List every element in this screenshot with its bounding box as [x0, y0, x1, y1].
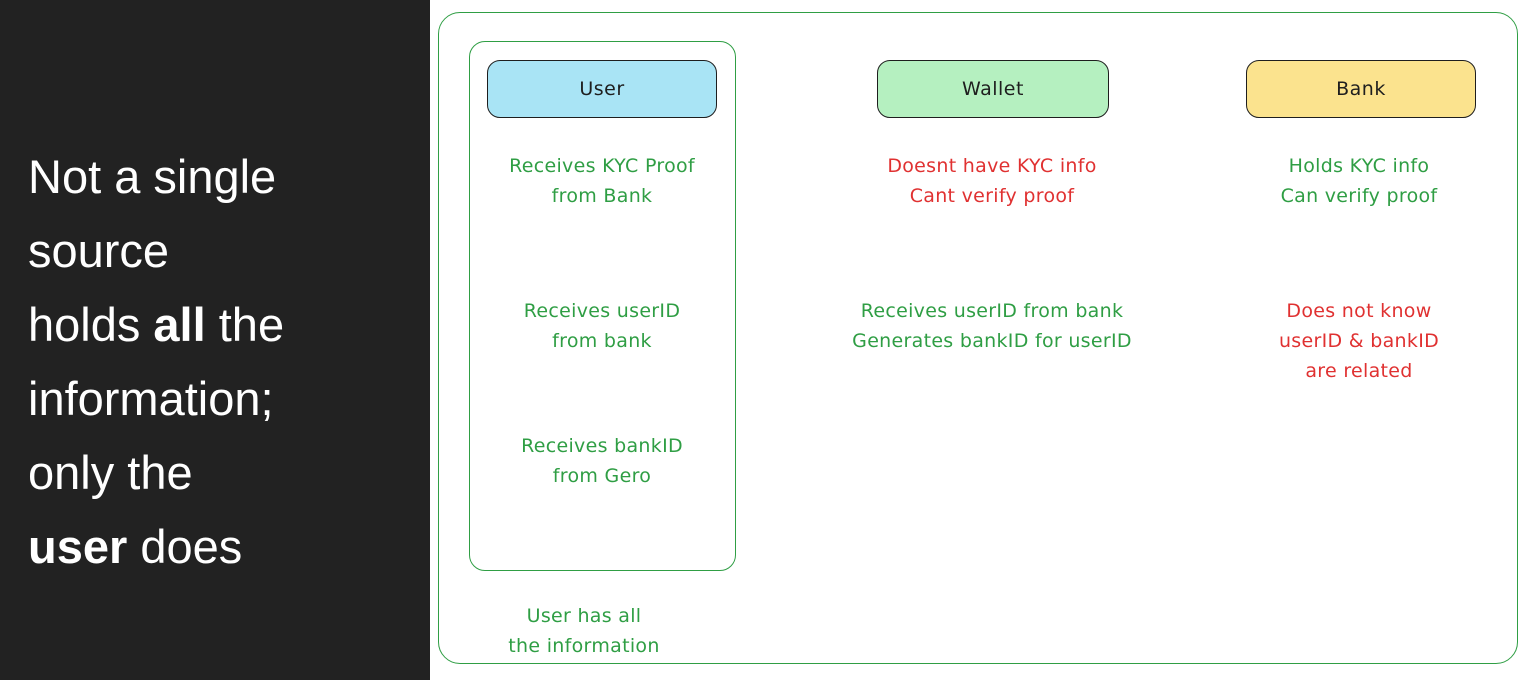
diagram-panel: User Wallet Bank Receives KYC Proof from… [430, 0, 1528, 680]
wallet-note-userid-bankid: Receives userID from bank Generates bank… [852, 300, 1132, 352]
diagram-outer-frame: User Wallet Bank Receives KYC Proof from… [438, 12, 1518, 664]
user-column-box [469, 41, 736, 571]
caption-text-bold: all [153, 298, 206, 351]
caption-text: holds [28, 298, 154, 351]
wallet-header-label: Wallet [962, 78, 1024, 100]
caption-text: source [28, 224, 170, 277]
caption: Not a single source holds all the inform… [28, 140, 284, 584]
caption-text: the [205, 298, 285, 351]
left-caption-panel: Not a single source holds all the inform… [0, 0, 430, 680]
caption-text: does [127, 520, 243, 573]
bank-header-box: Bank [1246, 60, 1476, 118]
wallet-note-no-kyc: Doesnt have KYC info Cant verify proof [887, 155, 1097, 207]
caption-line: source [28, 214, 284, 288]
user-header-box: User [487, 60, 717, 118]
caption-line: information; [28, 362, 284, 436]
caption-text: Not a single [28, 150, 277, 203]
caption-line: only the [28, 436, 284, 510]
caption-line: user does [28, 510, 284, 584]
bank-header-label: Bank [1336, 78, 1386, 100]
user-header-label: User [579, 78, 625, 100]
bank-note-unrelated-ids: Does not know userID & bankID are relate… [1278, 300, 1440, 382]
user-note-kyc-proof: Receives KYC Proof from Bank [509, 155, 695, 207]
caption-text: only the [28, 446, 193, 499]
wallet-header-box: Wallet [877, 60, 1109, 118]
caption-text-bold: user [28, 520, 128, 573]
caption-text: information; [28, 372, 274, 425]
bank-note-holds-kyc: Holds KYC info Can verify proof [1280, 155, 1438, 207]
user-note-bankid: Receives bankID from Gero [521, 435, 683, 487]
user-note-userid: Receives userID from bank [523, 300, 681, 352]
caption-line: holds all the [28, 288, 284, 362]
user-footer-note: User has all the information [508, 605, 660, 657]
caption-line: Not a single [28, 140, 284, 214]
